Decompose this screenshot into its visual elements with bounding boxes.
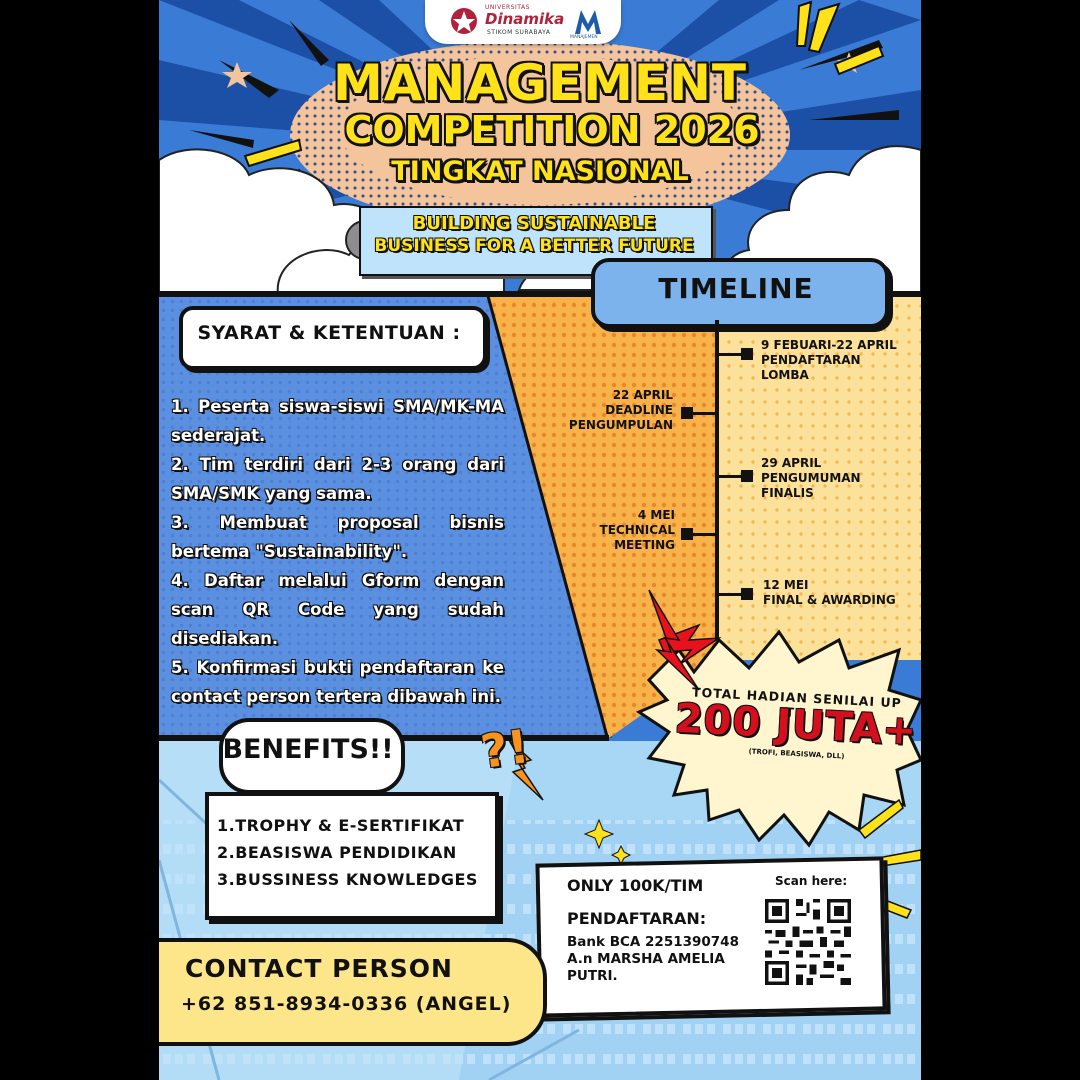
timeline-tick <box>717 593 743 596</box>
timeline-event: DEADLINE <box>605 403 673 417</box>
timeline-entry: 12 MEI FINAL & AWARDING <box>763 578 921 608</box>
price-label: ONLY 100K/TIM <box>567 876 704 895</box>
timeline-event: MEETING <box>614 538 675 552</box>
rule-item: 1. Peserta siswa-siswi SMA/MK-MA sederaj… <box>171 397 504 445</box>
timeline-title: TIMELINE <box>658 272 814 305</box>
timeline-entry: 22 APRIL DEADLINE PENGUMPULAN <box>539 388 673 433</box>
logo-university-label: UNIVERSITAS <box>485 4 530 11</box>
timeline-event: LOMBA <box>761 368 809 382</box>
rule-item: 4. Daftar melalui Gform dengan scan QR C… <box>171 571 504 648</box>
logo-management-sub: MANAJEMEN <box>570 35 598 40</box>
title-line1: MANAGEMENT <box>332 54 748 112</box>
contact-box <box>159 938 547 1046</box>
timeline-tick <box>691 412 717 415</box>
timeline-marker <box>741 588 753 600</box>
exclaim-mark: ?! <box>477 718 533 780</box>
account-name-cont: PUTRI. <box>567 968 618 984</box>
tagline-line2: BUSINESS FOR A BETTER FUTURE <box>374 236 694 256</box>
account-name: A.n MARSHA AMELIA <box>567 951 725 967</box>
benefit-item: 1.TROPHY & E-SERTIFIKAT <box>217 816 465 835</box>
logo-university-name: Dinamika <box>485 10 565 28</box>
timeline-date: 9 FEBUARI-22 APRIL <box>761 338 897 352</box>
benefits-box <box>205 792 499 920</box>
timeline-event: TECHNICAL <box>599 523 675 537</box>
registration-label: PENDAFTARAN: <box>567 909 707 928</box>
timeline-marker <box>741 348 753 360</box>
timeline-entry: 29 APRIL PENGUMUMAN FINALIS <box>761 456 921 501</box>
timeline-tick <box>717 475 743 478</box>
rule-item: 5. Konfirmasi bukti pendaftaran ke conta… <box>171 658 504 706</box>
timeline-tick <box>717 353 743 356</box>
bank-account: Bank BCA 2251390748 <box>567 934 739 950</box>
timeline-date: 12 MEI <box>763 578 809 592</box>
tagline-line1: BUILDING SUSTAINABLE <box>412 213 656 234</box>
timeline-axis <box>715 320 719 640</box>
syarat-title: SYARAT & KETENTUAN : <box>197 322 461 344</box>
benefit-item: 2.BEASISWA PENDIDIKAN <box>217 843 457 862</box>
scan-label: Scan here: <box>775 874 848 888</box>
timeline-date: 29 APRIL <box>761 456 822 470</box>
timeline-event: PENGUMPULAN <box>568 418 673 432</box>
timeline-event: FINAL & AWARDING <box>763 593 896 607</box>
timeline-entry: 9 FEBUARI-22 APRIL PENDAFTARAN LOMBA <box>761 338 921 383</box>
timeline-header <box>591 258 889 328</box>
university-logo-icon <box>451 8 477 34</box>
timeline-marker <box>681 407 693 419</box>
timeline-marker <box>741 470 753 482</box>
contact-title: CONTACT PERSON <box>185 954 453 983</box>
timeline-event: PENGUMUMAN <box>761 471 861 485</box>
syarat-header <box>179 306 487 370</box>
benefits-title: BENEFITS!! <box>222 734 394 765</box>
management-logo-icon <box>575 10 601 34</box>
timeline-event: PENDAFTARAN <box>761 353 861 367</box>
qr-code-icon[interactable] <box>765 899 851 985</box>
timeline-entry: 4 MEI TECHNICAL MEETING <box>559 508 675 553</box>
timeline-date: 22 APRIL <box>612 388 673 402</box>
benefits-list: 1.TROPHY & E-SERTIFIKAT 2.BEASISWA PENDI… <box>217 812 487 893</box>
rule-item: 2. Tim terdiri dari 2-3 orang dari SMA/S… <box>171 455 504 503</box>
bank-details: Bank BCA 2251390748 A.n MARSHA AMELIA PU… <box>567 934 739 985</box>
timeline-marker <box>681 528 693 540</box>
title-line2: COMPETITION 2026 <box>344 108 760 152</box>
timeline-event: FINALIS <box>761 486 814 500</box>
poster: UNIVERSITAS Dinamika STIKOM SURABAYA MAN… <box>159 0 921 1080</box>
benefit-item: 3.BUSSINESS KNOWLEDGES <box>217 870 478 889</box>
benefits-bubble <box>219 718 405 794</box>
logo-university-sub: STIKOM SURABAYA <box>487 29 551 36</box>
timeline-tick <box>691 533 717 536</box>
timeline-date: 4 MEI <box>637 508 675 522</box>
contact-phone[interactable]: +62 851-8934-0336 (ANGEL) <box>181 993 512 1015</box>
rule-item: 3. Membuat proposal bisnis bertema "Sust… <box>171 513 504 561</box>
rules-list: 1. Peserta siswa-siswi SMA/MK-MA sederaj… <box>171 392 504 711</box>
level-label: TINGKAT NASIONAL <box>391 156 689 187</box>
